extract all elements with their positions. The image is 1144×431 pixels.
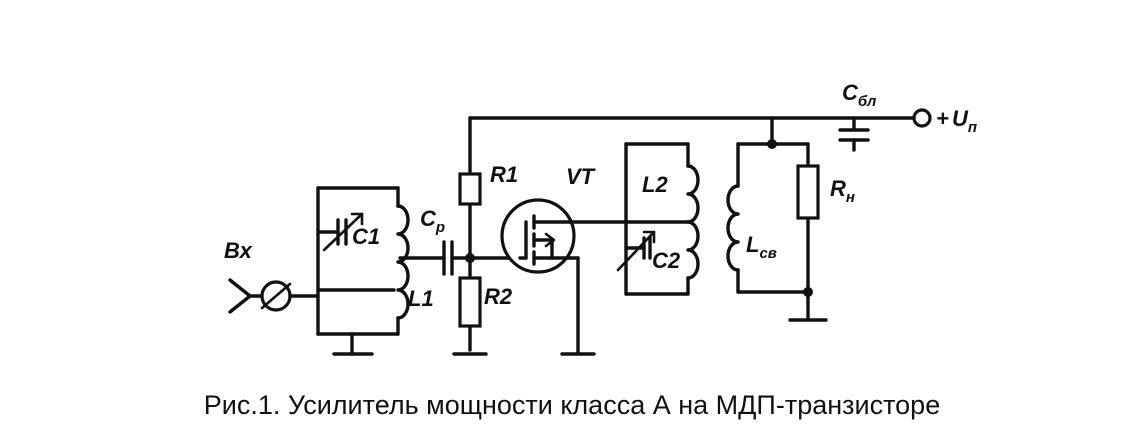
vt-label: VT xyxy=(566,164,596,189)
input-connector xyxy=(228,278,320,314)
transistor-vt xyxy=(500,198,692,356)
coupling-inductor-lsv xyxy=(726,184,740,272)
lsv-label: Lсв xyxy=(746,232,777,262)
r1-label: R1 xyxy=(490,162,518,187)
inductor-l1 xyxy=(396,204,410,320)
cp-label: Cр xyxy=(420,206,445,236)
supply-rail xyxy=(468,116,916,152)
figure-caption: Рис.1. Усилитель мощности класса А на МД… xyxy=(203,390,941,420)
supply-terminal xyxy=(912,108,932,128)
variable-capacitor-c2 xyxy=(616,230,656,272)
l1-label: L1 xyxy=(408,286,434,311)
coupling-capacitor-cp xyxy=(398,240,472,276)
variable-capacitor-c1 xyxy=(316,212,364,252)
resistor-r2 xyxy=(458,276,482,328)
load-resistor-rn xyxy=(796,164,820,220)
input-tank-wires xyxy=(316,186,400,356)
supply-plus: + xyxy=(936,106,949,131)
bias-wires xyxy=(452,116,522,356)
l2-label: L2 xyxy=(642,172,668,197)
inductor-l2 xyxy=(686,164,700,280)
r2-label: R2 xyxy=(484,284,513,309)
rn-label: Rн xyxy=(830,176,855,206)
load-top-node xyxy=(767,139,777,149)
output-tank-wires xyxy=(624,142,690,296)
input-label: Вх xyxy=(224,238,253,263)
c1-label: C1 xyxy=(352,224,380,249)
gate-node xyxy=(465,253,475,263)
cbl-label: Cбл xyxy=(842,80,877,110)
c2-label: C2 xyxy=(652,248,681,273)
resistor-r1 xyxy=(458,172,482,206)
load-bottom-node xyxy=(803,287,813,297)
supply-label: Uп xyxy=(952,106,977,136)
